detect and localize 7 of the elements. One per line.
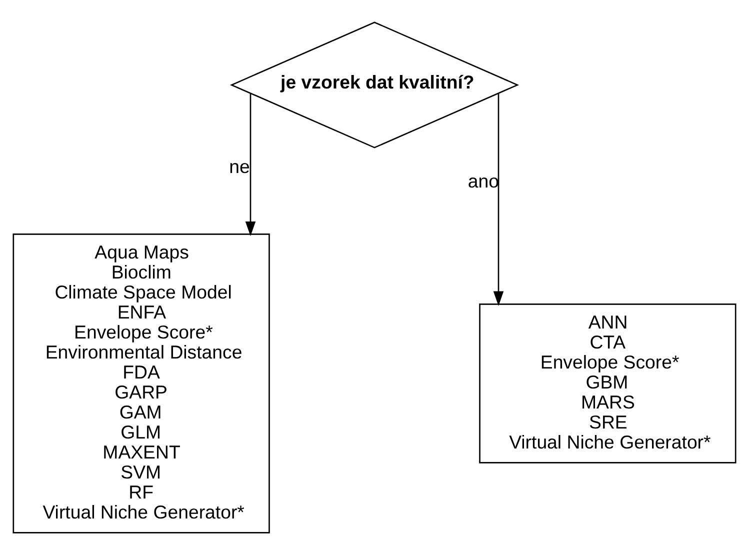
arrow [245, 93, 256, 236]
node-box: Aqua Maps Bioclim Climate Space Model ENFA Envelope Score* Environmental Distance FDA GARP GAM GLM MAXENT SVM RF Virtual Niche Generator* [12, 233, 270, 533]
arrow [493, 93, 504, 306]
edge-label: ne [229, 155, 250, 176]
node-diamond: je vzorek dat kvalitní? [230, 21, 520, 148]
node-box: ANN CTA Envelope Score* GBM MARS SRE Virtual Niche Generator* [479, 302, 736, 463]
edge-label: ano [468, 170, 499, 192]
